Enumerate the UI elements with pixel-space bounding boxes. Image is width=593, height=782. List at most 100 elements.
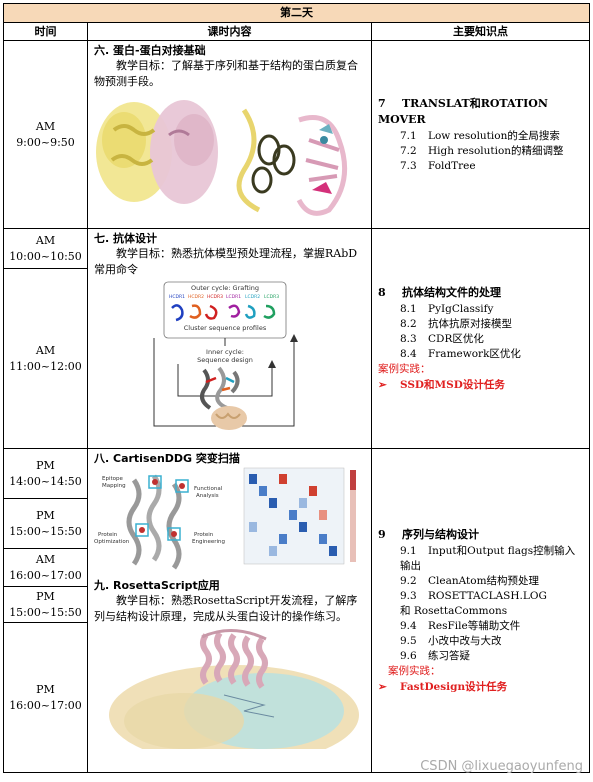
- cdr-label: LCDR3: [264, 294, 279, 300]
- section-text: 教学目标：熟悉抗体模型预处理流程，掌握RAbD常用命令: [94, 247, 358, 276]
- figure-label: Functional: [194, 486, 223, 492]
- time-period: PM: [36, 458, 55, 472]
- item-text: Framework区优化: [428, 347, 521, 360]
- watermark: CSDN @lixuegaoyunfeng: [420, 759, 583, 774]
- item-number: 9.5: [400, 634, 417, 647]
- time-period: AM: [35, 343, 56, 357]
- item-text: ROSETTACLASH.LOG 和 RosettaCommons: [400, 589, 547, 617]
- time-cell: AM 10:00~10:50: [3, 228, 88, 269]
- figure-label: Optimization: [94, 539, 130, 545]
- time-period: PM: [36, 682, 55, 696]
- time-period: AM: [35, 233, 56, 247]
- time-cell: AM 11:00~12:00: [3, 268, 88, 449]
- section-title: 九. RosettaScript应用: [94, 579, 220, 592]
- knowledge-title-text: 序列与结构设计: [402, 527, 479, 541]
- arrow-bullet-icon: ➢: [378, 680, 387, 693]
- item-number: 9.4: [400, 619, 417, 632]
- figure-label: Epitope: [102, 476, 124, 482]
- cdr-label: LCDR1: [226, 294, 241, 300]
- cdr-label: HCDR1: [169, 294, 185, 300]
- protein-engineering-figure: Epitope Mapping Functional Analysis Prot…: [94, 474, 225, 570]
- case-task: ➢ FastDesign设计任务: [378, 679, 583, 695]
- item-text: 抗体抗原对接模型: [428, 317, 512, 330]
- item-text: CleanAtom结构预处理: [428, 574, 540, 587]
- docking-figure: [96, 100, 348, 216]
- item-text: Input和Output flags控制输入输出: [400, 544, 576, 572]
- time-cell: PM 14:00~14:50: [3, 448, 88, 499]
- knowledge-item: 7.3 FoldTree: [378, 159, 583, 174]
- figure-label: Protein: [194, 532, 214, 538]
- item-text: FoldTree: [428, 159, 476, 172]
- section-title: 六. 蛋白-蛋白对接基础: [94, 44, 206, 57]
- case-task-text: SSD和MSD设计任务: [400, 378, 505, 391]
- time-range: 11:00~12:00: [9, 359, 82, 373]
- time-range: 15:00~15:50: [9, 524, 82, 538]
- schedule-table: 第二天 时间 课时内容 主要知识点 AM 9:00~9:50 六. 蛋白-蛋白对…: [2, 3, 591, 773]
- knowledge-title-text: TRANSLAT和ROTATION MOVER: [378, 96, 548, 126]
- content-cell: 六. 蛋白-蛋白对接基础 教学目标：了解基于序列和基于结构的蛋白质复合物预测手段…: [87, 40, 372, 229]
- time-range: 15:00~15:50: [9, 605, 82, 619]
- sequence-design-label: Sequence design: [197, 356, 253, 364]
- item-text: High resolution的精细调整: [428, 144, 564, 157]
- time-cell: PM 16:00~17:00: [3, 622, 88, 773]
- header-knowledge: 主要知识点: [370, 22, 591, 41]
- heatmap-figure: [243, 467, 356, 565]
- knowledge-number: 9: [378, 527, 386, 541]
- knowledge-item: 9.2 CleanAtom结构预处理: [378, 574, 583, 589]
- knowledge-item: 8.2 抗体抗原对接模型: [378, 317, 583, 332]
- item-number: 8.2: [400, 317, 417, 330]
- case-practice-label: 案例实践：: [388, 664, 441, 677]
- cartoon-complex-figure: [236, 108, 348, 216]
- time-cell: PM 15:00~15:50: [3, 498, 88, 549]
- cdr-label: HCDR2: [188, 294, 204, 300]
- time-range: 16:00~17:00: [9, 568, 82, 582]
- time-period: PM: [36, 508, 55, 522]
- cdr-label: HCDR3: [207, 294, 223, 300]
- time-cell: PM 15:00~15:50: [3, 586, 88, 623]
- item-text: ResFile等辅助文件: [428, 619, 521, 632]
- figure-label: Protein: [98, 532, 118, 538]
- time-period: AM: [35, 119, 56, 133]
- time-range: 9:00~9:50: [16, 135, 75, 149]
- time-cell: AM 9:00~9:50: [3, 40, 88, 229]
- item-text: CDR区优化: [428, 332, 484, 345]
- profiles-label: Cluster sequence profiles: [184, 324, 267, 332]
- knowledge-title-text: 抗体结构文件的处理: [402, 285, 501, 299]
- mutation-scan-figure: Epitope Mapping Functional Analysis Prot…: [94, 467, 356, 570]
- knowledge-number: 7: [378, 96, 386, 110]
- antibody-design-figure: Outer cycle: Grafting HCDR1 HCDR2 HCDR3 …: [153, 281, 298, 430]
- header-content: 课时内容: [87, 22, 372, 41]
- item-text: 练习答疑: [428, 649, 470, 662]
- outer-cycle-label: Outer cycle: Grafting: [191, 284, 259, 292]
- content-cell: 七. 抗体设计 教学目标：熟悉抗体模型预处理流程，掌握RAbD常用命令 Oute…: [87, 228, 372, 449]
- item-number: 9.3: [400, 589, 417, 602]
- item-number: 7.3: [400, 159, 417, 172]
- content-cell: 八. CartisenDDG 突变扫描 Epitope: [87, 448, 372, 773]
- header-time: 时间: [3, 22, 88, 41]
- section-title: 七. 抗体设计: [94, 232, 158, 245]
- antibody-structure-figure: [200, 366, 247, 430]
- item-number: 9.2: [400, 574, 417, 587]
- figure-label: Engineering: [192, 539, 225, 545]
- rosettascript-design-figure: [109, 628, 359, 749]
- time-period: AM: [35, 552, 56, 566]
- cdr-label: LCDR2: [245, 294, 260, 300]
- section-title: 八. CartisenDDG 突变扫描: [94, 452, 240, 465]
- time-range: 16:00~17:00: [9, 698, 82, 712]
- day-title: 第二天: [2, 3, 591, 23]
- knowledge-title: 9 序列与结构设计: [378, 527, 583, 543]
- section-text: 教学目标：了解基于序列和基于结构的蛋白质复合物预测手段。: [94, 59, 358, 88]
- item-number: 7.1: [400, 129, 417, 142]
- case-task-text: FastDesign设计任务: [400, 680, 508, 693]
- time-period: PM: [36, 589, 55, 603]
- item-text: PyIgClassify: [428, 302, 494, 315]
